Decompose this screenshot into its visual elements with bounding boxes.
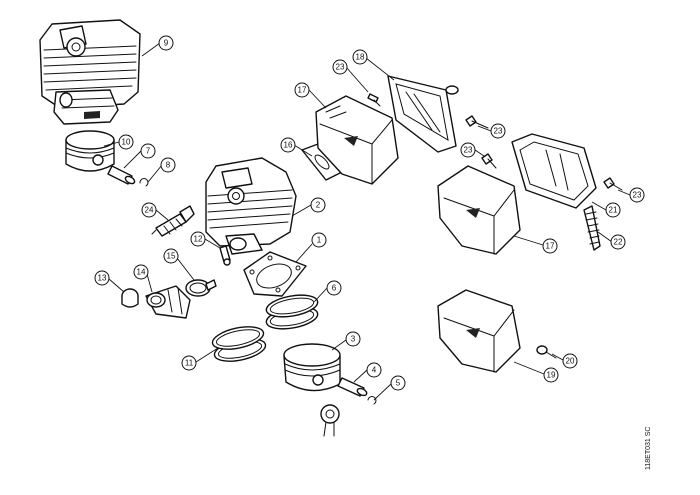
svg-text:5: 5 <box>396 379 401 388</box>
spark-arrestor-screen <box>583 205 601 251</box>
callout-11: 11 <box>181 355 197 371</box>
screw-a <box>367 93 381 107</box>
muffler-cover-right <box>511 133 597 209</box>
callout-22: 22 <box>610 234 626 250</box>
svg-text:21: 21 <box>609 206 618 215</box>
piston-pin-center <box>337 377 368 397</box>
svg-text:22: 22 <box>614 238 623 247</box>
callout-8: 8 <box>160 157 176 173</box>
piston-rings-center <box>265 294 319 330</box>
svg-text:14: 14 <box>137 268 146 277</box>
callout-24: 24 <box>141 202 157 218</box>
cylinder-gasket <box>243 251 307 297</box>
decompression-valve <box>219 245 231 266</box>
callout-23-b: 23 <box>490 123 506 139</box>
callout-4: 4 <box>366 362 382 378</box>
svg-text:2: 2 <box>316 201 321 210</box>
svg-text:7: 7 <box>146 147 151 156</box>
cylinder-center <box>205 157 297 255</box>
screw-b <box>465 115 489 129</box>
svg-text:4: 4 <box>372 366 377 375</box>
hose-clamp <box>185 279 217 297</box>
connecting-rod <box>320 404 340 437</box>
callout-21: 21 <box>605 202 621 218</box>
circlip-center <box>367 396 377 405</box>
callout-17-lower: 17 <box>542 238 558 254</box>
svg-text:19: 19 <box>547 371 556 380</box>
svg-text:9: 9 <box>164 39 169 48</box>
reference-code: 118ET031 SC <box>645 427 652 470</box>
svg-text:24: 24 <box>145 206 154 215</box>
callout-15: 15 <box>163 248 179 264</box>
svg-text:15: 15 <box>167 252 176 261</box>
svg-text:6: 6 <box>332 284 337 293</box>
callout-3: 3 <box>345 331 361 347</box>
piston-upper <box>65 130 115 172</box>
callout-19: 19 <box>543 367 559 383</box>
callout-2: 2 <box>310 197 326 213</box>
spark-plug <box>151 205 195 237</box>
callout-9: 9 <box>158 35 174 51</box>
callout-20: 20 <box>562 353 578 369</box>
screw-c <box>481 153 497 169</box>
callout-12: 12 <box>190 231 206 247</box>
callout-23-d: 23 <box>629 187 645 203</box>
piston-rings-left <box>211 326 267 362</box>
svg-text:8: 8 <box>166 161 171 170</box>
svg-text:17: 17 <box>546 242 555 251</box>
muffler-bottom <box>437 289 521 373</box>
svg-text:20: 20 <box>566 357 575 366</box>
muffler-cover-plate <box>387 75 459 153</box>
svg-text:23: 23 <box>633 191 642 200</box>
callout-14: 14 <box>133 264 149 280</box>
svg-text:23: 23 <box>336 63 345 72</box>
muffler-gasket <box>301 143 343 181</box>
svg-text:23: 23 <box>464 146 473 155</box>
plug-cap <box>121 288 139 308</box>
callout-7: 7 <box>140 143 156 159</box>
svg-text:18: 18 <box>356 53 365 62</box>
screw-d <box>603 177 623 191</box>
svg-text:1: 1 <box>317 236 322 245</box>
callout-13: 13 <box>94 270 110 286</box>
intake-manifold <box>145 285 191 319</box>
svg-text:12: 12 <box>194 235 203 244</box>
piston-pin-upper <box>107 165 136 185</box>
muffler-screw <box>536 345 557 359</box>
callout-1: 1 <box>311 232 327 248</box>
piston-center <box>283 343 341 392</box>
cylinder-assembly <box>39 19 141 125</box>
svg-text:11: 11 <box>185 359 194 368</box>
muffler-housing-lower <box>437 165 521 255</box>
svg-text:3: 3 <box>351 335 356 344</box>
callout-5: 5 <box>390 375 406 391</box>
circlip-upper <box>139 178 149 187</box>
callout-10: 10 <box>118 134 134 150</box>
svg-text:13: 13 <box>98 274 107 283</box>
callout-23-c: 23 <box>460 142 476 158</box>
callout-18: 18 <box>352 49 368 65</box>
svg-text:17: 17 <box>298 86 307 95</box>
svg-text:23: 23 <box>494 127 503 136</box>
callout-16: 16 <box>280 137 296 153</box>
svg-text:10: 10 <box>122 138 131 147</box>
muffler-housing-upper <box>315 95 399 185</box>
svg-text:16: 16 <box>284 141 293 150</box>
leader-lines <box>103 42 631 401</box>
callout-6: 6 <box>326 280 342 296</box>
callout-17-upper: 17 <box>294 82 310 98</box>
callout-23-a: 23 <box>332 59 348 75</box>
